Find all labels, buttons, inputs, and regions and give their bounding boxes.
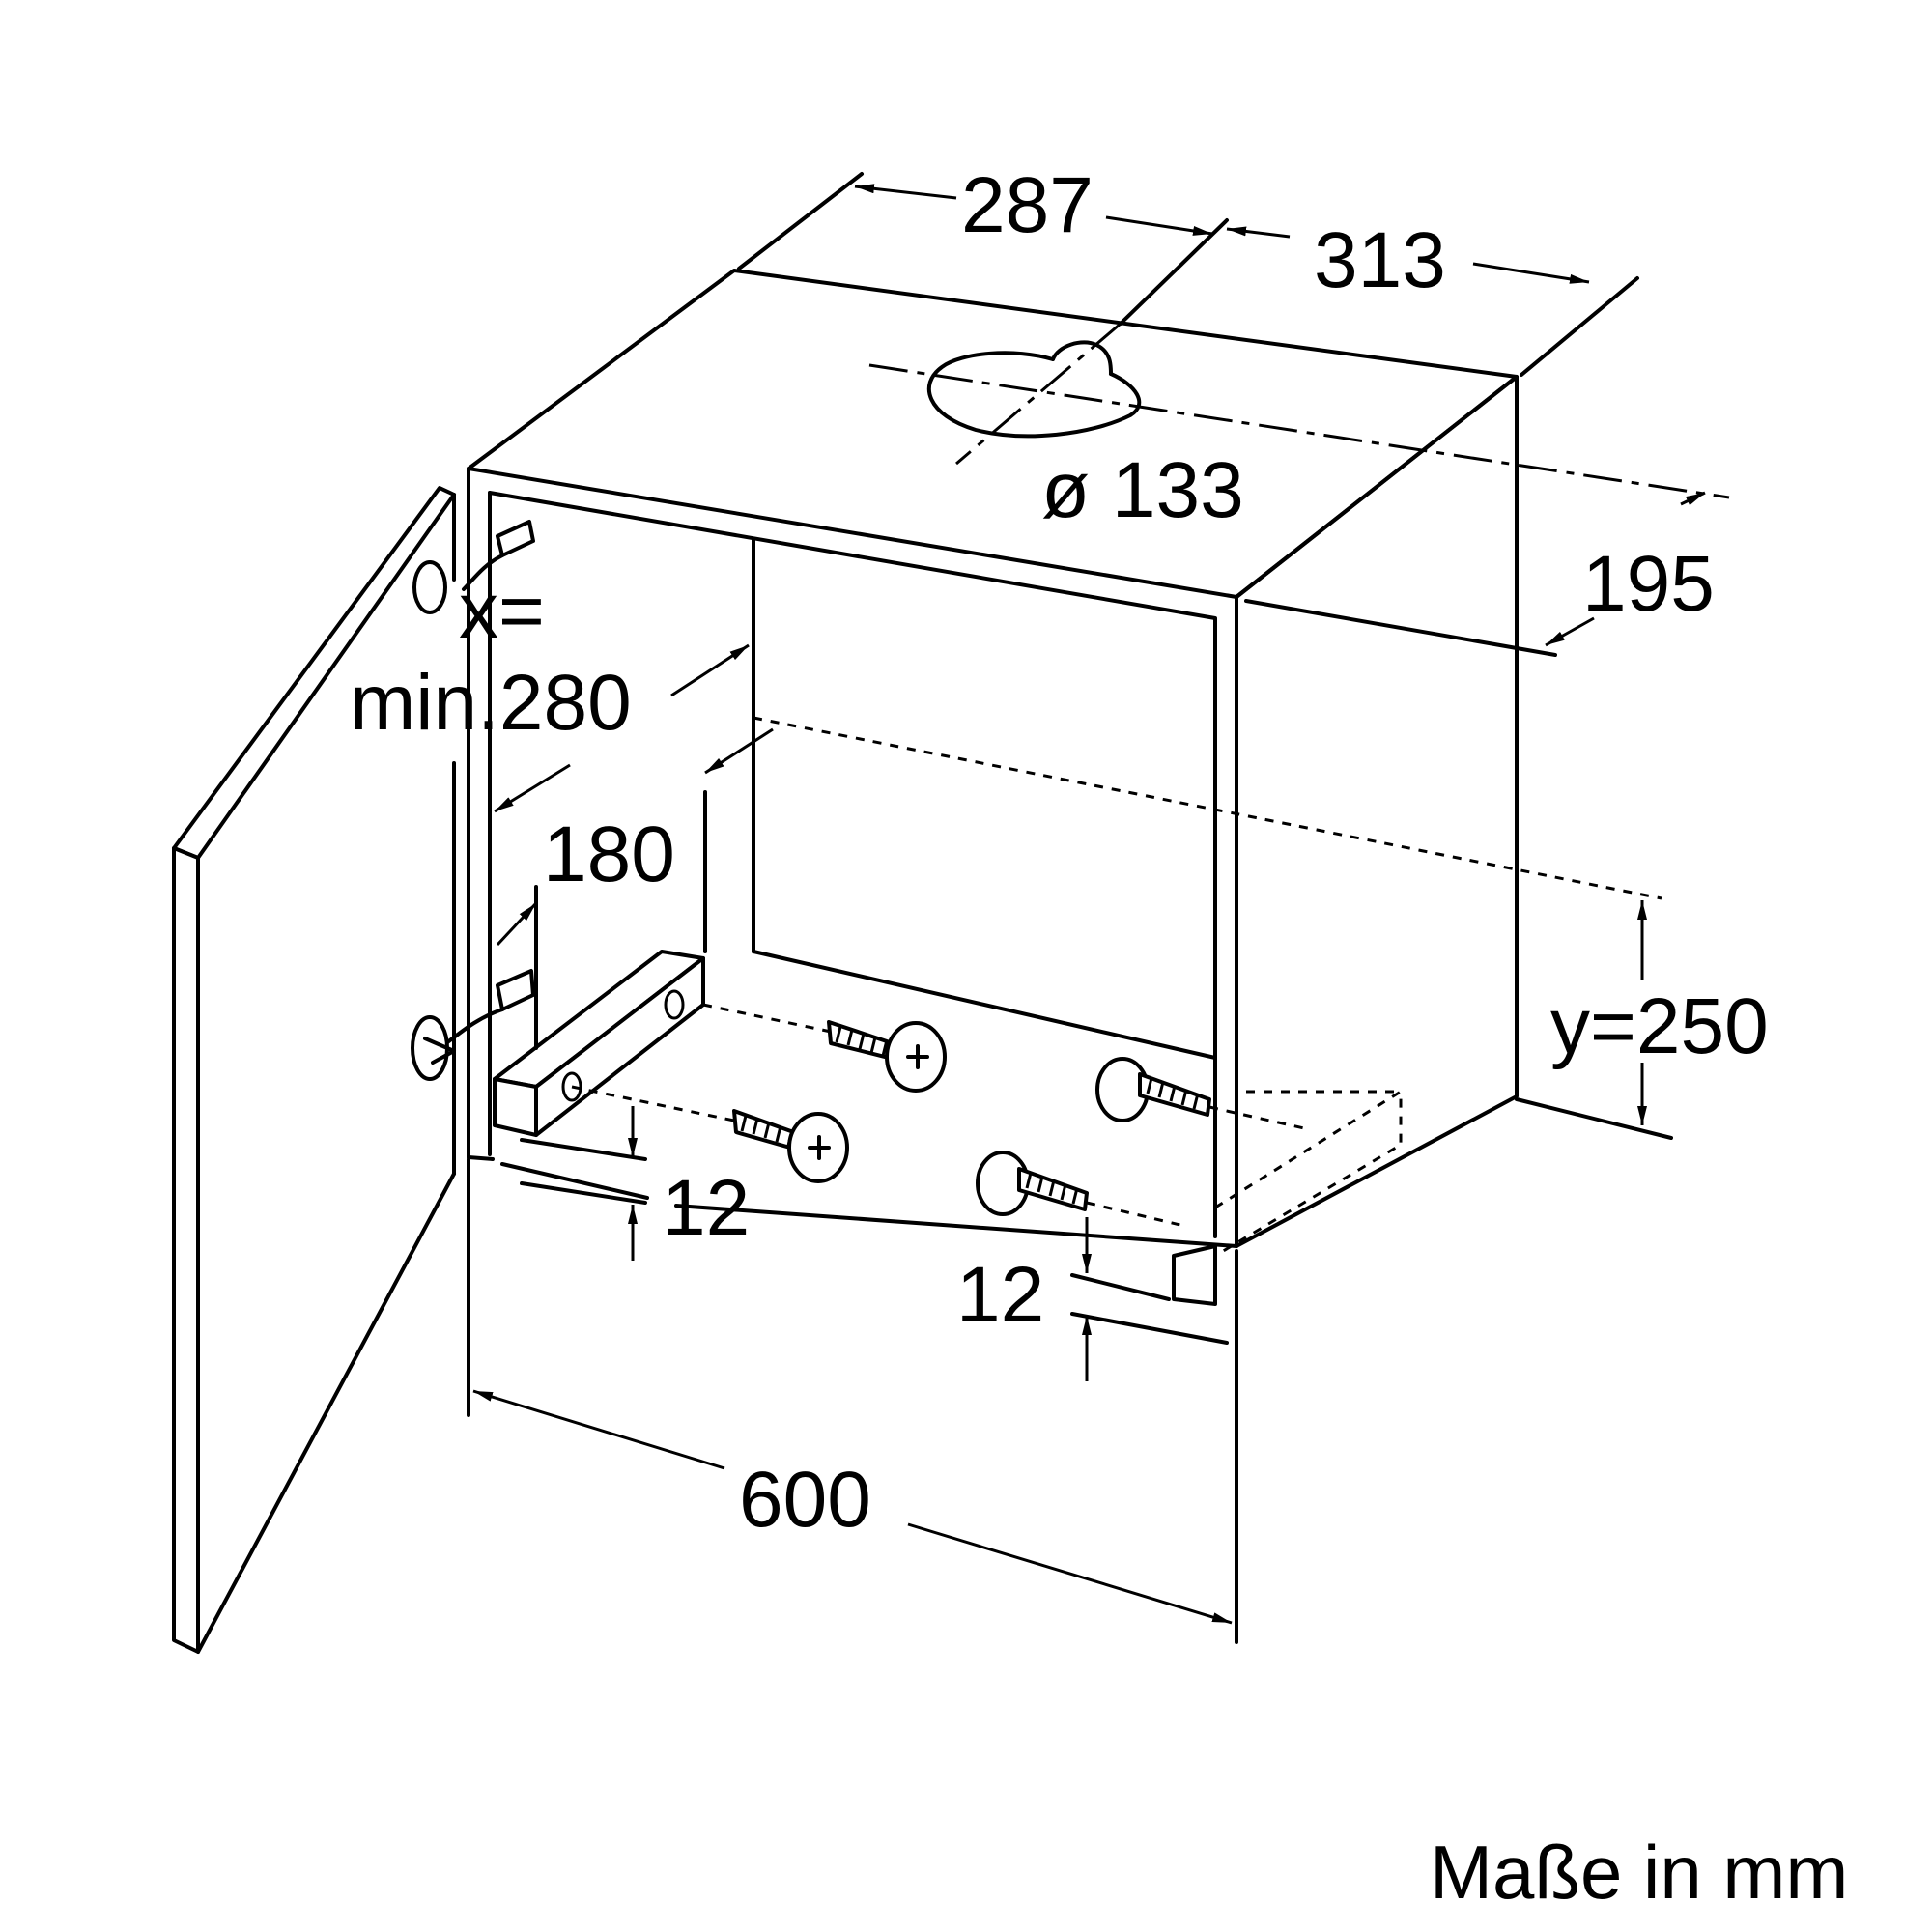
dim-195-arrow-top [1680,491,1706,506]
label-600: 600 [739,1456,871,1544]
screw-left-front [571,1085,849,1183]
dim-287-arrow-left [854,184,957,200]
right-mounting-bracket [1172,1089,1403,1306]
label-y-250: y=250 [1550,982,1769,1070]
cabinet-right-side [1235,375,1519,1248]
dim-600-arrow-right [907,1522,1233,1625]
duct-centerline-vertical [955,322,1122,466]
duct-opening [868,322,1730,499]
dim-287-arrow-right [1105,215,1213,236]
door-bottom-edge [196,1172,456,1654]
left-bracket-front [493,1077,538,1137]
cabinet-outline [467,269,1519,1248]
screw-right-front [976,1151,1189,1229]
upper-hinge [412,520,535,614]
lower-hinge [411,969,535,1081]
label-313: 313 [1314,216,1446,304]
dim-x-arrow [670,643,750,697]
ext-12-left [520,1138,647,1205]
left-mounting-bracket [493,950,705,1137]
ext-195 [1244,599,1557,657]
upper-hinge-arm [462,554,504,591]
duct-circle [926,351,1142,439]
duct-centerline-horizontal [868,363,1730,499]
units-note: Maße in mm [1430,1830,1848,1915]
label-duct-diameter: ø 133 [1041,446,1244,534]
ext-y-bottom [1515,1097,1673,1140]
screw-left-rear [702,1003,947,1093]
dim-195-arrow-bottom [1545,616,1595,647]
dim-600-arrow-left [472,1389,725,1470]
label-min-280: min.280 [350,659,632,747]
label-x: x= [459,567,545,655]
ext-287-right [1119,218,1229,326]
lower-hinge-arm [438,1008,504,1050]
dim-x-arrow-door [494,763,571,813]
dimension-lines [467,172,1706,1644]
screw-right-rear [1095,1057,1305,1130]
back-wall-bottom-edge [752,950,1217,1060]
left-bracket-hole-front [561,1071,582,1102]
cabinet-door [172,486,456,1654]
dimension-labels: 287 313 ø 133 195 x= min.280 180 12 12 y… [350,161,1848,1915]
shelf-hidden-line [753,716,1662,900]
lower-hinge-clip [423,1037,456,1065]
lower-hinge-block [496,969,535,1011]
label-180: 180 [543,810,675,898]
label-195: 195 [1582,540,1715,628]
front-frame-inner [488,491,1217,1238]
dim-313-arrow-left [1226,226,1291,239]
label-12-left: 12 [662,1164,750,1252]
front-bottom-edge [467,1155,1238,1248]
upper-hinge-block [496,520,535,557]
door-front-edge [172,846,200,1654]
dim-313-arrow-right [1472,262,1590,284]
left-bracket-hole-rear [664,989,685,1020]
ext-12-right [1070,1273,1229,1345]
ext-313-right [1520,276,1639,377]
lower-hinge-cup [411,1015,449,1081]
label-287: 287 [961,161,1094,249]
right-bracket-front [1172,1244,1217,1306]
ext-287-left [737,172,864,270]
right-bracket-hidden [1214,1089,1403,1258]
upper-hinge-cup [412,560,447,614]
dim-180-arrow-front [496,901,538,947]
label-12-right: 12 [956,1251,1044,1339]
dim-180-arrow-rear [704,727,774,775]
